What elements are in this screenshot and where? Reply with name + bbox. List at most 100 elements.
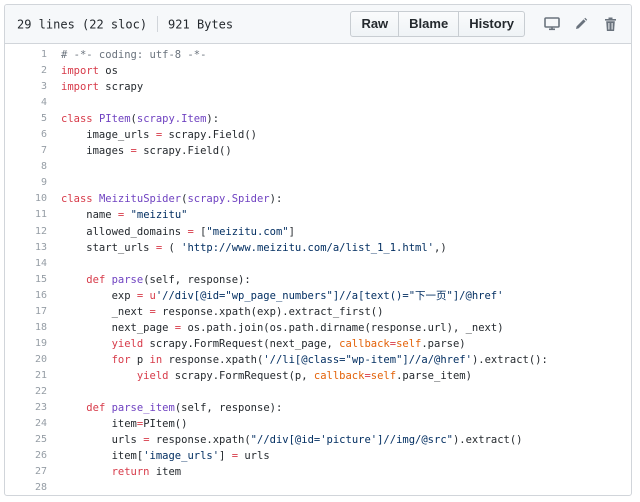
code-token: def — [86, 273, 106, 286]
code-token: = — [130, 145, 137, 158]
line-number[interactable]: 16 — [34, 289, 47, 301]
code-token: = — [174, 321, 182, 334]
code-token: urls — [238, 450, 270, 463]
code-line: 4 — [5, 95, 631, 111]
code-token: exp — [61, 289, 137, 302]
code-token: _next — [61, 305, 150, 318]
line-code: exp = u'//div[@id="wp_page_numbers"]//a[… — [61, 288, 504, 304]
line-code: # -*- coding: utf-8 -*- — [61, 47, 206, 63]
line-number[interactable]: 25 — [34, 434, 47, 446]
code-token: scrapy.FormRequest(p, — [168, 369, 314, 382]
code-token: start_urls — [61, 241, 156, 254]
line-number[interactable]: 26 — [34, 450, 47, 462]
line-number[interactable]: 13 — [34, 241, 47, 253]
file-box: 29 lines (22 sloc)921 Bytes Raw Blame Hi… — [4, 4, 632, 496]
delete-button[interactable] — [599, 13, 621, 35]
code-line: 24 item=PItem() — [5, 416, 631, 432]
code-token: = — [389, 337, 397, 350]
line-number[interactable]: 4 — [40, 97, 47, 109]
code-token: '//div[@id="wp_page_numbers"]//a[text()=… — [155, 289, 504, 302]
code-line: 28 — [5, 480, 631, 495]
raw-button[interactable]: Raw — [351, 12, 400, 36]
trash-icon — [604, 17, 616, 31]
view-button-group: Raw Blame History — [350, 11, 525, 37]
code-token: = — [149, 305, 156, 318]
code-line: 15 def parse(self, response): — [5, 272, 631, 288]
line-code: images = scrapy.Field() — [61, 143, 231, 159]
line-number[interactable]: 5 — [40, 113, 47, 125]
line-number[interactable]: 19 — [34, 337, 47, 349]
code-token: parse — [111, 273, 144, 286]
code-token: urls — [61, 434, 144, 447]
line-number[interactable]: 15 — [34, 273, 47, 285]
info-divider — [157, 16, 159, 32]
line-code: item=PItem() — [61, 416, 188, 432]
code-line: 13 start_urls = ( 'http://www.meizitu.co… — [5, 240, 631, 256]
line-number[interactable]: 17 — [34, 305, 47, 317]
line-number[interactable]: 3 — [40, 81, 47, 93]
code-token — [61, 466, 112, 478]
code-line: 19 yield scrapy.FormRequest(next_page, c… — [5, 336, 631, 352]
open-desktop-button[interactable] — [541, 13, 563, 35]
line-number[interactable]: 11 — [34, 209, 47, 221]
line-number[interactable]: 14 — [34, 257, 47, 269]
code-token: "//div[@id='picture']//img/@src" — [250, 434, 453, 447]
code-token: next_page — [61, 321, 175, 334]
code-token: "meizitu.com" — [206, 225, 289, 238]
history-button[interactable]: History — [469, 16, 514, 31]
code-token: allowed_domains — [61, 225, 188, 238]
line-number[interactable]: 24 — [34, 418, 47, 430]
edit-button[interactable] — [570, 13, 592, 35]
line-number[interactable]: 12 — [34, 225, 47, 237]
code-token: return — [111, 466, 150, 479]
line-code: _next = response.xpath(exp).extract_firs… — [61, 304, 384, 320]
line-number[interactable]: 28 — [34, 482, 47, 494]
code-line: 25 urls = response.xpath("//div[@id='pic… — [5, 432, 631, 448]
pencil-icon — [576, 17, 588, 29]
code-token: (self, response): — [143, 273, 251, 286]
line-code: def parse_item(self, response): — [61, 400, 282, 416]
code-line: 7 images = scrapy.Field() — [5, 143, 631, 159]
code-token: = — [136, 418, 144, 431]
code-token: in — [149, 353, 163, 366]
line-code: next_page = os.path.join(os.path.dirname… — [61, 320, 504, 336]
line-number[interactable]: 27 — [34, 466, 47, 478]
line-number[interactable]: 18 — [34, 321, 47, 333]
line-code: image_urls = scrapy.Field() — [61, 127, 257, 143]
code-token: item — [149, 466, 182, 479]
code-token: class — [61, 113, 93, 126]
line-number[interactable]: 22 — [34, 385, 47, 397]
line-number[interactable]: 10 — [34, 193, 47, 205]
line-code: allowed_domains = ["meizitu.com"] — [61, 224, 295, 240]
code-token: = — [364, 369, 371, 382]
code-line: 6 image_urls = scrapy.Field() — [5, 127, 631, 143]
code-token: item — [61, 418, 137, 431]
code-token: = — [155, 241, 163, 254]
line-number[interactable]: 2 — [40, 65, 47, 77]
code-token: self — [396, 337, 422, 350]
line-code: urls = response.xpath("//div[@id='pictur… — [61, 432, 523, 448]
line-number[interactable]: 6 — [40, 129, 47, 141]
code-token: images — [61, 145, 131, 158]
code-token: ).extract() — [452, 434, 523, 447]
code-token: callback — [313, 369, 365, 382]
line-number[interactable]: 23 — [34, 402, 47, 414]
line-number[interactable]: 9 — [40, 177, 47, 189]
line-number[interactable]: 1 — [40, 49, 47, 60]
code-token: response.xpath( — [162, 353, 264, 366]
code-line: 14 — [5, 256, 631, 272]
line-code: for p in response.xpath('//li[@class="wp… — [61, 352, 548, 368]
blame-button[interactable]: Blame — [399, 12, 460, 36]
line-number[interactable]: 7 — [40, 145, 47, 157]
code-token — [61, 402, 86, 414]
line-number[interactable]: 8 — [40, 161, 47, 173]
code-token: yield — [111, 337, 144, 350]
code-token: self — [370, 369, 397, 382]
line-number[interactable]: 20 — [34, 353, 47, 365]
code-line: 12 allowed_domains = ["meizitu.com"] — [5, 224, 631, 240]
line-code: yield scrapy.FormRequest(p, callback=sel… — [61, 368, 472, 384]
line-number[interactable]: 21 — [34, 369, 47, 381]
code-line: 27 return item — [5, 464, 631, 480]
code-token: scrapy.Field() — [162, 129, 257, 142]
